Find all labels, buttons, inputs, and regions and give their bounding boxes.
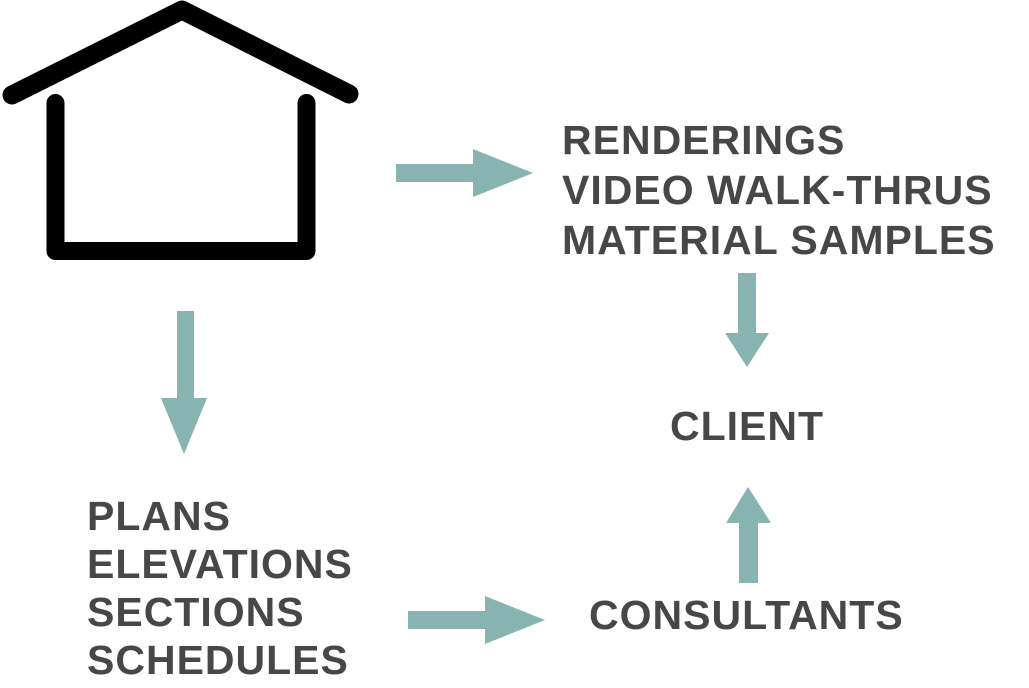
right-arrow-icon [408,596,545,644]
house-roof [2,0,359,105]
arrow-house-to-deliverables [396,149,533,197]
client-node: CLIENT [670,403,825,449]
right-arrow-icon [396,149,533,197]
drawings-line-plans: PLANS [87,493,231,539]
drawings-node: PLANS ELEVATIONS SECTIONS SCHEDULES [87,492,353,684]
drawings-line-schedules: SCHEDULES [87,637,349,683]
down-arrow-icon [725,273,769,367]
arrow-deliverables-to-client [725,273,769,367]
arrow-consultants-to-client [726,487,771,583]
drawings-line-sections: SECTIONS [87,589,305,635]
house-icon [2,0,359,260]
consultants-node: CONSULTANTS [589,592,904,638]
drawings-line-elevations: ELEVATIONS [87,541,353,587]
house-walls [46,94,316,260]
deliverables-node: RENDERINGS VIDEO WALK-THRUS MATERIAL SAM… [562,115,996,265]
deliverables-line-video-walk-thrus: VIDEO WALK-THRUS [562,167,993,213]
down-arrow-icon [161,311,207,454]
arrow-drawings-to-consultants [408,596,545,644]
up-arrow-icon [726,487,771,583]
deliverables-line-renderings: RENDERINGS [562,117,846,163]
arrow-house-to-drawings [161,311,207,454]
deliverables-line-material-samples: MATERIAL SAMPLES [562,217,996,263]
